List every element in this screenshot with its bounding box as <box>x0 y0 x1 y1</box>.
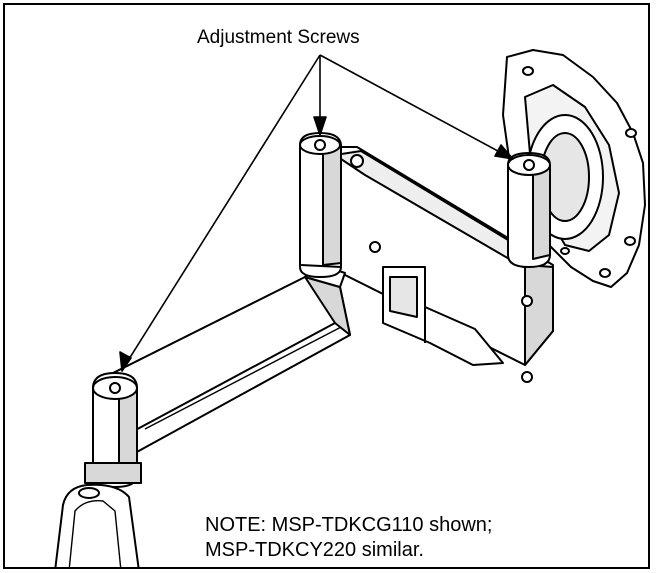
adjustment-screw-icon <box>314 139 326 151</box>
pivot-bolt-icon <box>521 295 533 307</box>
note-line-1: NOTE: MSP-TDKCG110 shown; <box>205 514 493 536</box>
elbow-column <box>299 132 342 278</box>
figure-frame: Adjustment Screws NOTE: MSP-TDKCG110 sho… <box>3 3 650 569</box>
base-column <box>84 372 142 488</box>
pivot-bolt-icon <box>369 241 381 253</box>
monitor-arm-drawing <box>54 49 646 567</box>
callout-leaders <box>119 54 514 372</box>
note-line-2: MSP-TDKCY220 similar. <box>205 539 424 561</box>
vesa-hole-icon <box>522 66 534 76</box>
upper-arm <box>316 146 554 383</box>
mounting-post <box>54 483 140 567</box>
arrowhead-icon <box>119 351 132 372</box>
vesa-hole-icon <box>624 236 636 246</box>
arrowhead-icon <box>494 144 514 160</box>
vesa-hole-icon <box>599 268 611 278</box>
arrowhead-icon <box>313 116 327 136</box>
monitor-column <box>507 152 551 268</box>
vesa-hole-icon <box>560 247 570 255</box>
pivot-bolt-icon <box>521 371 533 383</box>
vesa-hole-icon <box>625 128 637 138</box>
adjustment-screw-icon <box>109 382 121 394</box>
adjustment-screw-icon <box>523 159 535 171</box>
pivot-bolt-icon <box>350 154 364 168</box>
adjustment-screws-callout: Adjustment Screws <box>197 27 360 48</box>
model-note: NOTE: MSP-TDKCG110 shown; MSP-TDKCY220 s… <box>205 513 492 563</box>
